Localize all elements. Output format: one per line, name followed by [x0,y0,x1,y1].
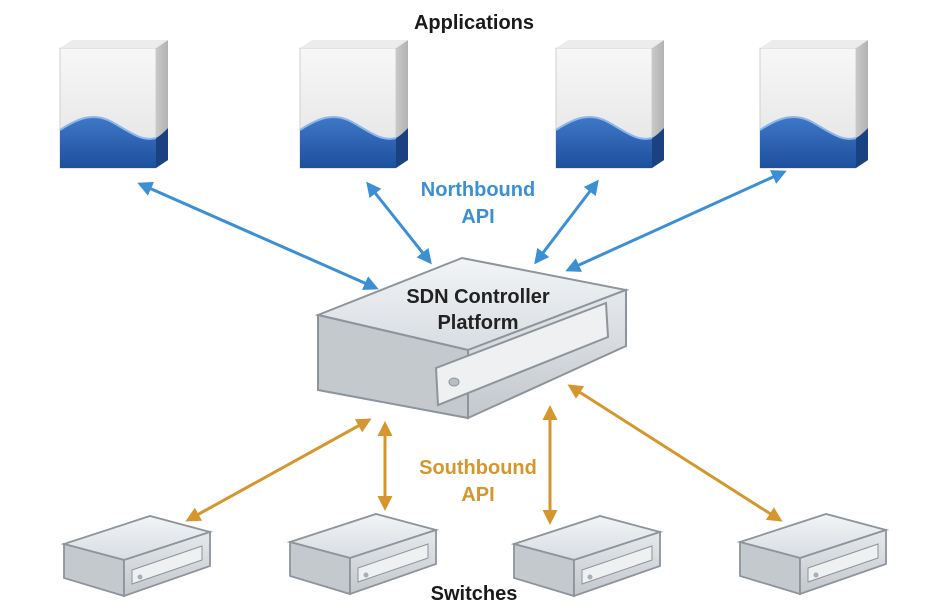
switch-box [736,513,890,596]
application-box [299,40,408,169]
controller-label-line1: SDN Controller [406,286,550,308]
switch-box [510,515,664,598]
southbound-arrow [185,418,372,522]
southbound-api-label-line2: API [461,484,494,506]
northbound-arrow [366,181,432,265]
southbound-arrow [567,384,783,522]
switches-label: Switches [431,583,518,605]
switch-box [286,513,440,596]
northbound-api-label-line2: API [461,206,494,228]
northbound-api-label-line1: Northbound [421,179,535,201]
switch-box [60,515,214,598]
northbound-arrow [534,179,599,265]
controller-label-line2: Platform [437,312,518,334]
application-box [555,40,664,169]
applications-label: Applications [414,12,534,34]
northbound-arrow [137,181,379,291]
northbound-arrow [565,170,787,272]
sdn-controller-box [314,256,630,420]
southbound-api-label-line1: Southbound [419,457,537,479]
application-box [59,40,168,169]
application-box [759,40,868,169]
